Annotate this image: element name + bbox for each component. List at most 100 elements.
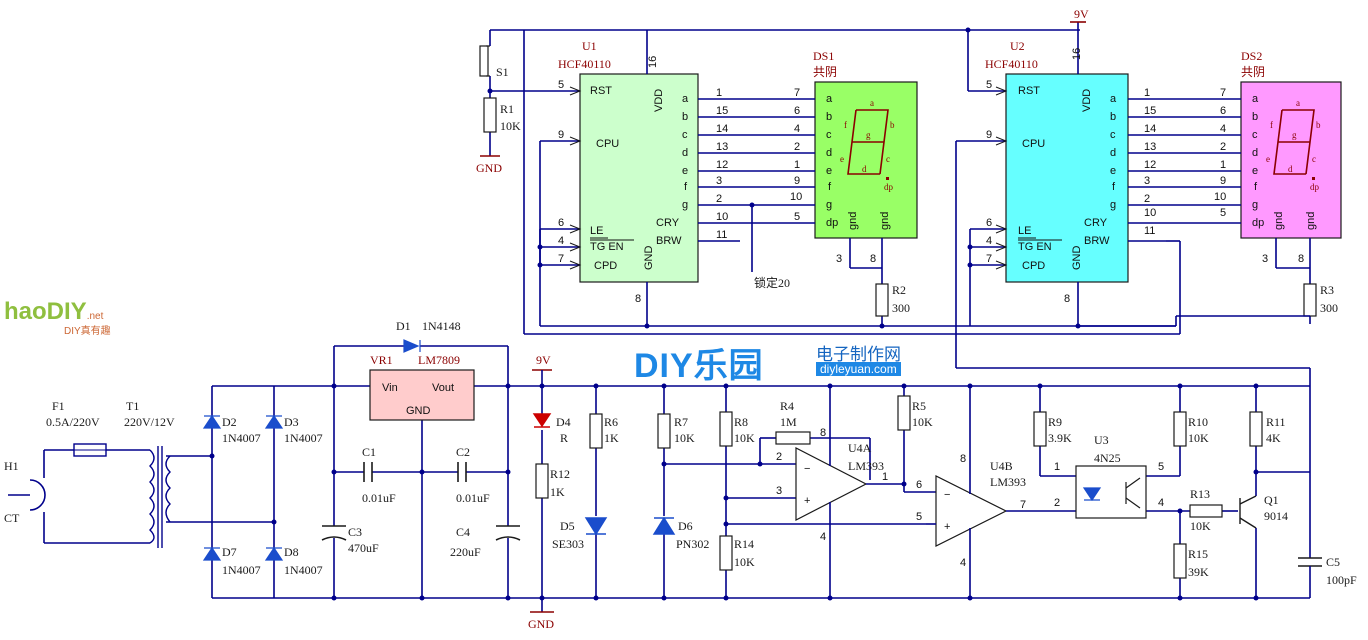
ds2-seg-f: f	[1270, 120, 1273, 130]
d1-diode-icon	[403, 339, 421, 353]
r13-resistor	[1189, 504, 1223, 518]
r13-ref: R13	[1190, 487, 1210, 501]
q1-ref: Q1	[1264, 493, 1279, 507]
r1-ref: R1	[500, 102, 514, 116]
ds2-letter-dp: dp	[1252, 217, 1264, 229]
u2-pinnum-vdd: 16	[1071, 48, 1083, 60]
u2-pin-c: c	[1110, 129, 1116, 141]
u1-pin-b: b	[682, 111, 688, 123]
u2-pinnum-f: 3	[1144, 175, 1150, 187]
u4b-ref: U4B	[990, 459, 1013, 473]
jn-r10-top	[1177, 383, 1183, 389]
r11-resistor	[1249, 411, 1263, 447]
u1-le-arrow	[569, 224, 582, 234]
r14-value: 10K	[734, 555, 755, 569]
diyleyuan-url: diyleyuan.com	[816, 362, 901, 376]
u1-pin-names: RST CPU LE TG EN CPD VDD GND a b c d e f…	[590, 85, 689, 272]
r8-resistor	[719, 411, 733, 447]
u2-pin-f: f	[1112, 181, 1116, 193]
vr1-gnd: GND	[406, 405, 431, 417]
ds2-seg-b: b	[1316, 120, 1321, 130]
r1-resistor	[483, 97, 497, 133]
r14-ref: R14	[734, 537, 754, 551]
u2-part: HCF40110	[985, 57, 1038, 71]
c5-cap	[1298, 557, 1322, 567]
jn-r15-gnd	[1177, 595, 1183, 601]
u2-pinnum-e: 12	[1144, 159, 1156, 171]
u2-tgen-arrow	[995, 242, 1008, 252]
u2-pin-g: g	[1110, 199, 1116, 211]
jn-u1-cpd	[537, 262, 543, 268]
ds2-seg-a: a	[1296, 98, 1300, 108]
ds1-pinnum-c: 4	[794, 123, 800, 135]
d6-receiver-icon	[652, 516, 676, 535]
u1-to-ds1-bus	[698, 98, 815, 242]
ds1-gndpin-3: 3	[836, 253, 842, 265]
u1-pinnum-brw: 11	[716, 229, 727, 241]
ds1-dp-dot	[886, 177, 889, 180]
u2-pinnum-gnd: 8	[1064, 293, 1070, 305]
ds2-pinnum-f: 9	[1220, 175, 1226, 187]
r9-value: 3.9K	[1048, 431, 1072, 445]
u2-left-wiring	[955, 30, 1311, 558]
ds1-seg-c: c	[886, 154, 890, 164]
jn-vr-gnd	[419, 595, 425, 601]
ds1-seg-a: a	[870, 98, 874, 108]
r15-resistor	[1173, 543, 1187, 579]
u1-pinnum-f: 3	[716, 175, 722, 187]
power-wiring	[43, 345, 1310, 599]
ds1-pinnum-f: 9	[794, 175, 800, 187]
jn-bridge-ac1	[209, 453, 215, 459]
gnd-label: GND	[528, 617, 554, 631]
ds1-seg-f: f	[844, 120, 847, 130]
r7-resistor	[657, 413, 671, 449]
u1-chip-body	[579, 73, 699, 283]
u3-emitter	[1125, 497, 1141, 509]
d8-diode-icon	[264, 546, 284, 561]
u2-pin-names: RST CPU LE TG EN CPD VDD GND a b c d e f…	[1018, 85, 1117, 272]
u4a-wiring	[829, 386, 904, 598]
ds2-letter-b: b	[1252, 111, 1258, 123]
u2-cpu-arrow	[995, 136, 1008, 146]
r12-ref: R12	[550, 467, 570, 481]
t1-secondary-coil	[165, 455, 171, 523]
c4-value: 220uF	[450, 545, 481, 559]
u1-part: HCF40110	[558, 57, 611, 71]
r13-value: 10K	[1190, 519, 1211, 533]
jn-c2-right	[505, 469, 511, 475]
u1-cpd-arrow	[569, 260, 582, 270]
c3-ref: C3	[348, 525, 362, 539]
ds1-pinnum-b: 6	[794, 105, 800, 117]
ds1-seg-g: g	[866, 130, 871, 140]
ds2-pin-letters: a b c d e f g dp gnd gnd	[1252, 93, 1317, 230]
u2-cpd-arrow	[995, 260, 1008, 270]
r7-ref: R7	[674, 415, 688, 429]
u2-pin-cpu: CPU	[1022, 138, 1045, 150]
ds2-letter-e: e	[1252, 165, 1258, 177]
d4-led-icon	[532, 413, 552, 428]
jn-c1-c2	[419, 469, 425, 475]
r12-resistor	[535, 463, 549, 499]
u3-pin-4: 4	[1158, 497, 1164, 509]
u1-pin-d: d	[682, 147, 688, 159]
u2-pinnum-c: 14	[1144, 123, 1156, 135]
jn-u4a-out	[901, 481, 907, 487]
u4b-pin-8: 8	[960, 453, 966, 465]
ds1-letter-dp: dp	[826, 217, 838, 229]
lock-label: 锁定20	[754, 275, 790, 290]
u1-pinnum-a: 1	[716, 87, 722, 99]
u4a-pin-3: 3	[776, 485, 782, 497]
ds2-letter-f: f	[1254, 181, 1258, 193]
u2-pinnum-b: 15	[1144, 105, 1156, 117]
u1-pinnum-e: 12	[716, 159, 728, 171]
jn-d6-gnd	[661, 595, 667, 601]
u1-pin-le: LE	[590, 225, 603, 237]
t1-primary-coil	[149, 449, 155, 544]
r4-resistor	[775, 431, 811, 445]
u1-pinnum-c: 14	[716, 123, 728, 135]
h1-plug-icon	[29, 479, 46, 511]
c2-value: 0.01uF	[456, 491, 490, 505]
s1-switch[interactable]	[479, 45, 489, 77]
ds1-pinnum-e: 1	[794, 159, 800, 171]
r6-resistor	[589, 413, 603, 449]
